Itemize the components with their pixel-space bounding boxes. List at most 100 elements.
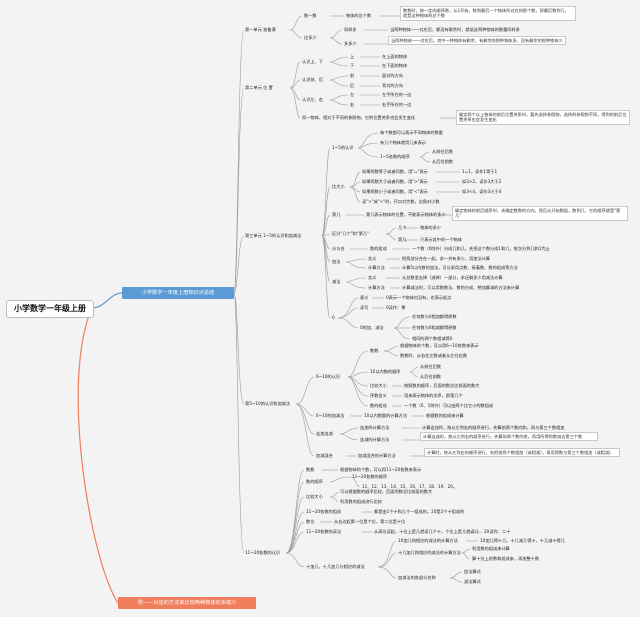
u3-cmp-a: 如果两数等于或者同数，用"="表示 xyxy=(362,169,428,174)
u5-r610-d[interactable]: 序数含义 xyxy=(370,393,387,398)
u5-add610[interactable]: 6~10的加减法 xyxy=(316,413,345,418)
u3-diff-a2: 物体的多少 xyxy=(420,225,441,230)
u1-count-a[interactable]: 物体的总个数 xyxy=(346,13,372,18)
u6-b[interactable]: 数的顺序 xyxy=(306,479,323,484)
u2-ud[interactable]: 认识上、下 xyxy=(302,59,323,64)
u2-back[interactable]: 后 xyxy=(350,83,355,88)
u3-zero-b[interactable]: 读写 xyxy=(360,305,369,310)
u6-g2b: 算十位上的数和组成来，再加整十数 xyxy=(472,556,540,561)
u5-cont[interactable]: 连加连减 xyxy=(316,431,333,436)
unit3-title[interactable]: 第三单元 1~5的认识和加减法 xyxy=(245,233,302,238)
u5-mix-a2: 计算时，按从左到右的顺序进行，先把前两个数相加（或相减），再用得数与第三个数相加… xyxy=(424,448,620,458)
unit2-title[interactable]: 第二单元 位 置 xyxy=(245,85,273,90)
main-branch-top[interactable]: 小学数学一年级上册知识点总结 xyxy=(122,287,234,299)
u2-front[interactable]: 前 xyxy=(350,73,355,78)
u2-back-d: 背对的方向 xyxy=(382,83,403,88)
u6-b2: 11~20各数的顺序 xyxy=(352,474,388,479)
u3-diff-b[interactable]: 第几 xyxy=(398,237,407,242)
u2-left-d: 左手所在的一边 xyxy=(382,92,412,97)
u3-cmp[interactable]: 比大小 xyxy=(332,184,345,189)
u1-count-b: 数数时，按一定的顺序数，从1开始，数到最后一个物体所对应的那个数，即最后数到几，… xyxy=(400,6,576,21)
u3-r15-b: 有几个物体就用几来表示 xyxy=(380,140,427,145)
u5-r610-c[interactable]: 比较大小 xyxy=(370,383,387,388)
u5-add610-a2: 根据数的组成来计算 xyxy=(426,413,464,418)
u5-mix-a[interactable]: 加减混合的计算方法 xyxy=(358,453,396,458)
u3-cmp-c2: 如3<4，读作3小于4 xyxy=(462,189,502,194)
u3-diff-a[interactable]: 几个 xyxy=(398,225,407,230)
u3-zero-a2: 0表示一个物体也没有，也表示起点 xyxy=(386,295,452,300)
u3-zero-c[interactable]: 0的加、减法 xyxy=(360,325,384,330)
u5-r610-a[interactable]: 数数 xyxy=(370,348,379,353)
u6-f3: 20读作：二十 xyxy=(484,529,511,534)
u2-lr[interactable]: 认识左、右 xyxy=(302,97,323,102)
u2-fb[interactable]: 认识前、后 xyxy=(302,77,323,82)
u3-sub-b[interactable]: 计算方法 xyxy=(368,285,385,290)
u3-sub-a[interactable]: 含义 xyxy=(368,275,377,280)
u3-split-a[interactable]: 数的组成 xyxy=(370,246,387,251)
u3-zero-a[interactable]: 意义 xyxy=(360,295,369,300)
u2-right[interactable]: 右 xyxy=(350,102,355,107)
u2-left[interactable]: 左 xyxy=(350,92,355,97)
u3-r15[interactable]: 1~5的认识 xyxy=(332,145,354,150)
u3-diff[interactable]: 区分"几个"和"第几" xyxy=(332,231,370,236)
u6-g1[interactable]: 10加几和相应的减法的计算方法 xyxy=(398,538,458,543)
u6-a2: 根据物体的个数，可以用11~20各数来表示 xyxy=(340,467,422,472)
unit6-title[interactable]: 11~20各数的认识 xyxy=(245,550,281,555)
unit5-title[interactable]: 第5~10的认识和加减法 xyxy=(245,401,291,406)
u1-same[interactable]: 同样多 xyxy=(344,27,357,32)
u3-sub[interactable]: 减法 xyxy=(332,279,341,284)
u3-ordinal[interactable]: 第几 xyxy=(332,212,341,217)
u2-up-d: 在上面的物体 xyxy=(382,54,408,59)
u5-cont-a[interactable]: 连加的计算方法 xyxy=(360,425,390,430)
root-topic[interactable]: 小学数学一年级上册 xyxy=(6,300,94,318)
u5-r610-e[interactable]: 数的组成 xyxy=(370,403,387,408)
u3-add[interactable]: 加法 xyxy=(332,259,341,264)
u5-cont-b2: 计算连减时，按从左到右的顺序进行，先算前两个数的差，再用所得的数减去第三个数 xyxy=(420,432,598,442)
u2-same-obj-d: 确定两个以上物体的前后位置关系时，要先选择参照物，选择的参照物不同，得到的前后位… xyxy=(456,110,630,125)
u2-front-d: 面对的方向 xyxy=(382,73,403,78)
u2-up[interactable]: 上 xyxy=(350,54,355,59)
u6-f[interactable]: 11~20各数的读法 xyxy=(306,529,342,534)
u5-add610-a[interactable]: 10以内数量的计算方法 xyxy=(364,413,408,418)
u5-mix[interactable]: 加减混合 xyxy=(316,453,333,458)
u5-r610[interactable]: 6~10的认识 xyxy=(316,374,341,379)
u6-c[interactable]: 比较大小 xyxy=(306,494,323,499)
u6-e[interactable]: 数位 xyxy=(306,519,315,524)
u1-ml[interactable]: 多多少 xyxy=(344,41,357,46)
u5-cont-b[interactable]: 连减的计算方法 xyxy=(360,437,390,442)
u3-add-b2: 计算5以内数的加法，可以采用点数、接着数、数的组成等方法 xyxy=(402,265,518,270)
u3-sub-a2: 从总数里去掉（减掉）一部分，求还剩多少用减法计算 xyxy=(402,275,503,280)
u3-zero[interactable]: 0 xyxy=(332,315,335,320)
u3-add-a[interactable]: 含义 xyxy=(368,256,377,261)
u3-add-a2: 把两部分合在一起，求一共有多少，用加法计算 xyxy=(402,256,490,261)
u3-cmp-c: 如果两数小于或者同数，用"<"表示 xyxy=(362,189,428,194)
u3-r15-a: 每个数都可以表示不同物体的数量 xyxy=(380,130,443,135)
u6-a[interactable]: 数数 xyxy=(306,467,315,472)
u3-split[interactable]: 分与合 xyxy=(332,246,345,251)
u1-count[interactable]: 数一数 xyxy=(304,13,317,18)
main-branch-bottom[interactable]: 附——对应的方法来比较两种物体的多或少 xyxy=(118,597,256,609)
u5-r610-b[interactable]: 10以内数的顺序 xyxy=(370,369,401,374)
u6-g3[interactable]: 加减法的各部分名称 xyxy=(398,575,436,580)
u6-d[interactable]: 11~20各数的组成 xyxy=(306,509,342,514)
u3-cmp-b: 如果两数大于或者同数，用">"表示 xyxy=(362,179,428,184)
unit1-title[interactable]: 第一单元 准备课 xyxy=(245,27,276,32)
u3-add-b[interactable]: 计算方法 xyxy=(368,265,385,270)
u6-c2: 可以根据数的顺序比较，后面的数总比前面的数大 xyxy=(340,489,433,494)
u5-r610-d2: 用来表示物体的次序，即第几个 xyxy=(404,393,463,398)
u3-r15-c[interactable]: 1~5各数的顺序 xyxy=(380,154,410,159)
u2-same-obj[interactable]: 同一物体，相对于不同的参照物，它的位置关系也会发生变化 xyxy=(302,115,416,120)
u3-ordinal-a: 第几表示物体的位置，不能表示物体的多少 xyxy=(366,212,446,217)
u5-r610-c2: 按照数的顺序，后面的数总比前面的数大 xyxy=(404,383,480,388)
u6-c3: 利用数的组成进行比较 xyxy=(340,499,382,504)
u5-cont-a2: 计算连加时，按从左到右的顺序进行，先算前两个数的和，再与第三个数相加 xyxy=(422,425,565,430)
u1-ml-desc: 当两种物体一一对应后，其中一种物体有剩余，有剩余的那种物体多，没有剩余的那种物体… xyxy=(388,36,566,46)
u2-down-d: 在下面的物体 xyxy=(382,63,408,68)
u6-g2[interactable]: 十几加几和相应的减法的计算方法 xyxy=(398,550,461,555)
u3-zero-c3: 相同的两个数相减得0 xyxy=(412,336,453,341)
u5-r610-a3: 数数时，从右往左数或者从左往右数 xyxy=(400,353,468,358)
u2-down[interactable]: 下 xyxy=(350,63,355,68)
u1-more-less[interactable]: 比多少 xyxy=(304,35,317,40)
u6-g[interactable]: 十加几、十几加几与相应的减法 xyxy=(306,564,365,569)
